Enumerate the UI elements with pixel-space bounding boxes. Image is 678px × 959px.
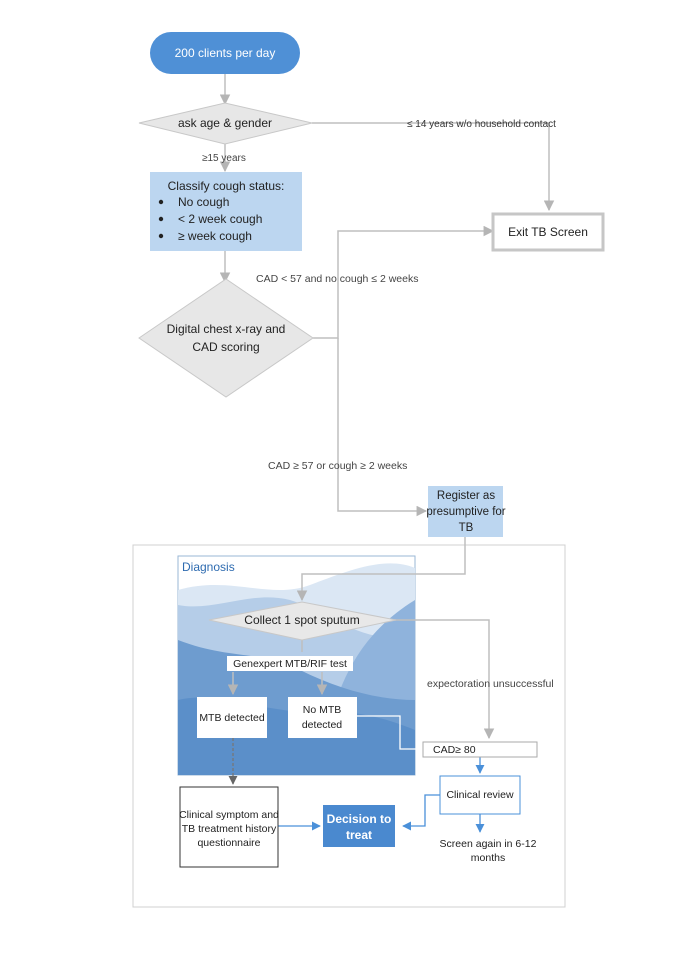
edge-label-age-lt14: ≤ 14 years w/o household contact bbox=[407, 119, 556, 130]
register-line3: TB bbox=[459, 522, 474, 534]
bullet-2 bbox=[158, 216, 164, 222]
genexpert-label: Genexpert MTB/RIF test bbox=[233, 658, 347, 670]
edge-label-cad-high: CAD ≥ 57 or cough ≥ 2 weeks bbox=[268, 460, 407, 472]
xray-label-line1: Digital chest x-ray and bbox=[167, 322, 286, 336]
start-node-label: 200 clients per day bbox=[175, 46, 276, 60]
exit-box-outer bbox=[491, 212, 605, 252]
arrow-register-to-sputum bbox=[296, 537, 466, 602]
mtb-detected-box bbox=[197, 697, 267, 738]
xray-label-line2: CAD scoring bbox=[192, 340, 259, 354]
arrow-xray-to-register bbox=[337, 338, 428, 517]
classify-item-1: No cough bbox=[178, 195, 229, 209]
register-line2: presumptive for bbox=[426, 506, 505, 518]
arrow-xray-to-exit bbox=[313, 225, 495, 339]
no-mtb-line2: detected bbox=[302, 719, 342, 731]
arrow-age-to-exit bbox=[312, 122, 555, 212]
classify-item-3: ≥ week cough bbox=[178, 229, 252, 243]
connectors-gray bbox=[219, 74, 555, 740]
bullet-3 bbox=[158, 233, 164, 239]
questionnaire-line1: Clinical symptom and bbox=[179, 809, 279, 821]
connectors-blue bbox=[278, 757, 485, 833]
start-node bbox=[150, 32, 300, 74]
clinical-review-label: Clinical review bbox=[446, 789, 514, 801]
decision-to-treat-box bbox=[323, 805, 395, 847]
classify-cough-box bbox=[150, 172, 302, 251]
mtb-detected-label: MTB detected bbox=[199, 712, 265, 724]
bullet-1 bbox=[158, 199, 164, 205]
sputum-decision bbox=[208, 601, 397, 641]
classify-cough-title: Classify cough status: bbox=[168, 179, 285, 193]
xray-decision bbox=[138, 278, 314, 398]
arrow-nomtb-to-cad80 bbox=[357, 715, 423, 750]
register-box bbox=[428, 486, 503, 537]
decision-line1: Decision to bbox=[327, 812, 392, 826]
register-line1: Register as bbox=[437, 490, 495, 502]
cad80-box bbox=[422, 741, 538, 758]
cad80-label: CAD≥ 80 bbox=[433, 744, 476, 756]
questionnaire-line3: questionnaire bbox=[197, 837, 260, 849]
decision-line2: treat bbox=[346, 828, 372, 842]
classify-item-2: < 2 week cough bbox=[178, 212, 262, 226]
edge-label-expectoration: expectoration unsuccessful bbox=[427, 678, 554, 690]
genexpert-label-bg bbox=[227, 656, 353, 671]
no-mtb-line1: No MTB bbox=[303, 704, 342, 716]
no-mtb-box bbox=[288, 697, 357, 738]
screen-again-line2: months bbox=[471, 852, 505, 864]
age-gender-label: ask age & gender bbox=[178, 116, 272, 130]
arrow-sputum-to-cad80 bbox=[392, 619, 495, 740]
age-gender-decision bbox=[138, 102, 313, 145]
sputum-label: Collect 1 spot sputum bbox=[244, 613, 359, 627]
questionnaire-box bbox=[179, 786, 279, 868]
diagnosis-label: Diagnosis bbox=[182, 560, 235, 574]
exit-box-label: Exit TB Screen bbox=[508, 225, 588, 239]
edge-label-age-ge15: ≥15 years bbox=[202, 153, 246, 164]
arrow-review-to-decision bbox=[402, 794, 440, 831]
questionnaire-line2: TB treatment history bbox=[182, 823, 277, 835]
edge-label-cad-low: CAD < 57 and no cough ≤ 2 weeks bbox=[256, 273, 419, 285]
screen-again-line1: Screen again in 6-12 bbox=[440, 838, 537, 850]
clinical-review-box bbox=[439, 775, 521, 815]
